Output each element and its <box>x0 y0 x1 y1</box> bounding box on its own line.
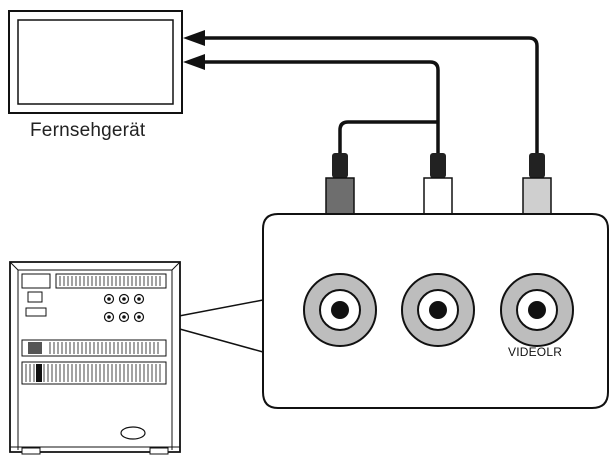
jack-video <box>303 273 377 347</box>
arrow-icon <box>183 30 205 46</box>
tv-label: Fernsehgerät <box>30 120 146 141</box>
television <box>8 10 183 114</box>
receiver-rear-panel <box>9 261 181 455</box>
jack-label: VIDEOLR <box>508 345 563 359</box>
arrow-icon <box>183 54 205 70</box>
jack-right <box>500 273 574 347</box>
tv-input-arrows <box>183 30 205 70</box>
cable-video <box>338 120 438 153</box>
cable-right <box>200 36 539 153</box>
cable-left <box>200 60 440 153</box>
jack-left <box>401 273 475 347</box>
cables <box>200 36 539 153</box>
